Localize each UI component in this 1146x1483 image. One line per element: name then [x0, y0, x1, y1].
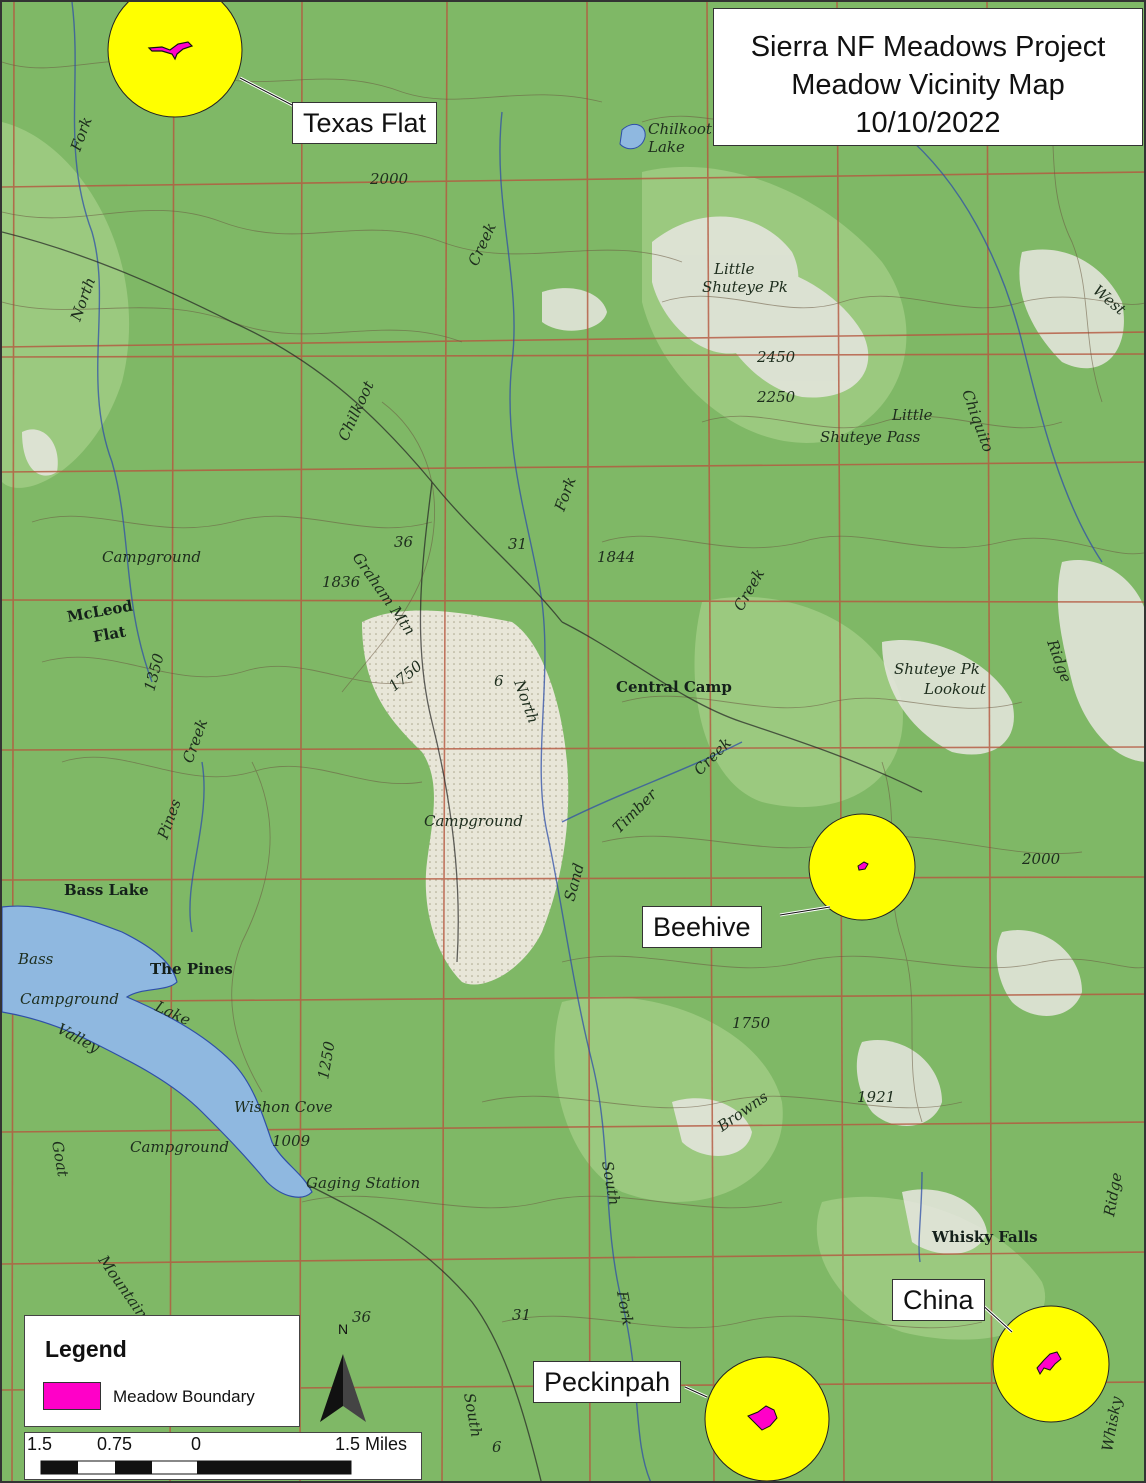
topo-label: Little: [713, 260, 755, 278]
topo-label: Shuteye Pass: [820, 428, 921, 446]
chilkoot-lake: [619, 123, 646, 150]
topo-label: 2450: [756, 348, 796, 366]
topo-label: Fork: [613, 1289, 637, 1327]
scale-tick-label: 1.5 Miles: [335, 1434, 408, 1454]
callout-beehive[interactable]: Beehive: [642, 906, 762, 948]
topo-label: Shuteye Pk: [702, 278, 788, 296]
topo-label: 1009: [272, 1132, 311, 1150]
topo-label: 2000: [369, 170, 409, 188]
meadow-polygon: [857, 861, 869, 871]
bass-lake: [2, 905, 313, 1198]
meadow-polygon: [1036, 1351, 1062, 1375]
topo-label: Bass Lake: [64, 881, 149, 899]
roads: [2, 231, 923, 1481]
topo-label: 1921: [857, 1088, 895, 1106]
topo-label: Little: [891, 406, 933, 424]
scale-bar: 1.5 0.75 0 1.5 Miles: [24, 1432, 422, 1480]
topo-label: Central Camp: [616, 678, 732, 696]
meadow-peckinpah[interactable]: [704, 1356, 830, 1481]
legend-title: Legend: [45, 1336, 127, 1362]
north-arrow: N: [320, 1321, 366, 1422]
topo-label: 6: [492, 1438, 502, 1456]
topo-label: 1844: [597, 548, 635, 566]
topo-label: Wishon Cove: [234, 1098, 333, 1116]
legend: Legend Meadow Boundary: [24, 1315, 300, 1427]
meadow-beehive[interactable]: [808, 813, 916, 921]
map-subtitle: Meadow Vicinity Map: [791, 69, 1065, 101]
topo-label: Lake: [647, 138, 685, 156]
topo-label: 31: [512, 1306, 531, 1324]
scale-tick-label: 0.75: [97, 1434, 133, 1454]
topo-label: Whisky Falls: [931, 1228, 1038, 1246]
meadow-boundary-swatch: [43, 1382, 101, 1410]
topo-label: 2250: [756, 388, 796, 406]
topo-label: Campground: [130, 1138, 229, 1156]
scale-tick-label: 1.5: [27, 1434, 53, 1454]
topo-label: 31: [508, 535, 527, 553]
topo-label: Campground: [424, 812, 523, 830]
callout-china[interactable]: China: [892, 1279, 985, 1321]
topo-label: Shuteye Pk: [894, 660, 980, 678]
map-title: Sierra NF Meadows Project: [750, 31, 1106, 63]
topo-label: 6: [494, 672, 504, 690]
map-title-box: Sierra NF Meadows Project Meadow Vicinit…: [713, 8, 1143, 146]
topo-label: 1836: [322, 573, 361, 591]
callout-peckinpah[interactable]: Peckinpah: [533, 1361, 682, 1403]
topo-label: Bass: [17, 950, 54, 968]
legend-item-label: Meadow Boundary: [113, 1387, 255, 1406]
topo-label: Lookout: [923, 680, 987, 698]
scale-tick-label: 0: [191, 1434, 202, 1454]
topo-label: Chilkoot: [648, 120, 713, 138]
topo-label: Campground: [102, 548, 201, 566]
topo-label: 36: [352, 1308, 372, 1326]
topo-label: Campground: [20, 990, 119, 1008]
meadow-polygon: [747, 1405, 778, 1431]
topo-label: 36: [394, 533, 414, 551]
meadow-texas-flat[interactable]: [107, 2, 243, 118]
topo-label: 1750: [732, 1014, 771, 1032]
map-date: 10/10/2022: [855, 107, 1001, 139]
callout-texas-flat[interactable]: Texas Flat: [292, 102, 438, 144]
north-arrow-label: N: [338, 1321, 348, 1337]
meadow-polygon: [147, 41, 194, 61]
scale-bar-graphic: [40, 1460, 352, 1475]
topo-label: Gaging Station: [306, 1174, 420, 1192]
topo-label: The Pines: [150, 960, 233, 978]
topo-label: Flat: [92, 622, 128, 645]
meadow-china[interactable]: [992, 1305, 1110, 1423]
topo-label: 2000: [1021, 850, 1061, 868]
sandy-area: [362, 610, 569, 985]
